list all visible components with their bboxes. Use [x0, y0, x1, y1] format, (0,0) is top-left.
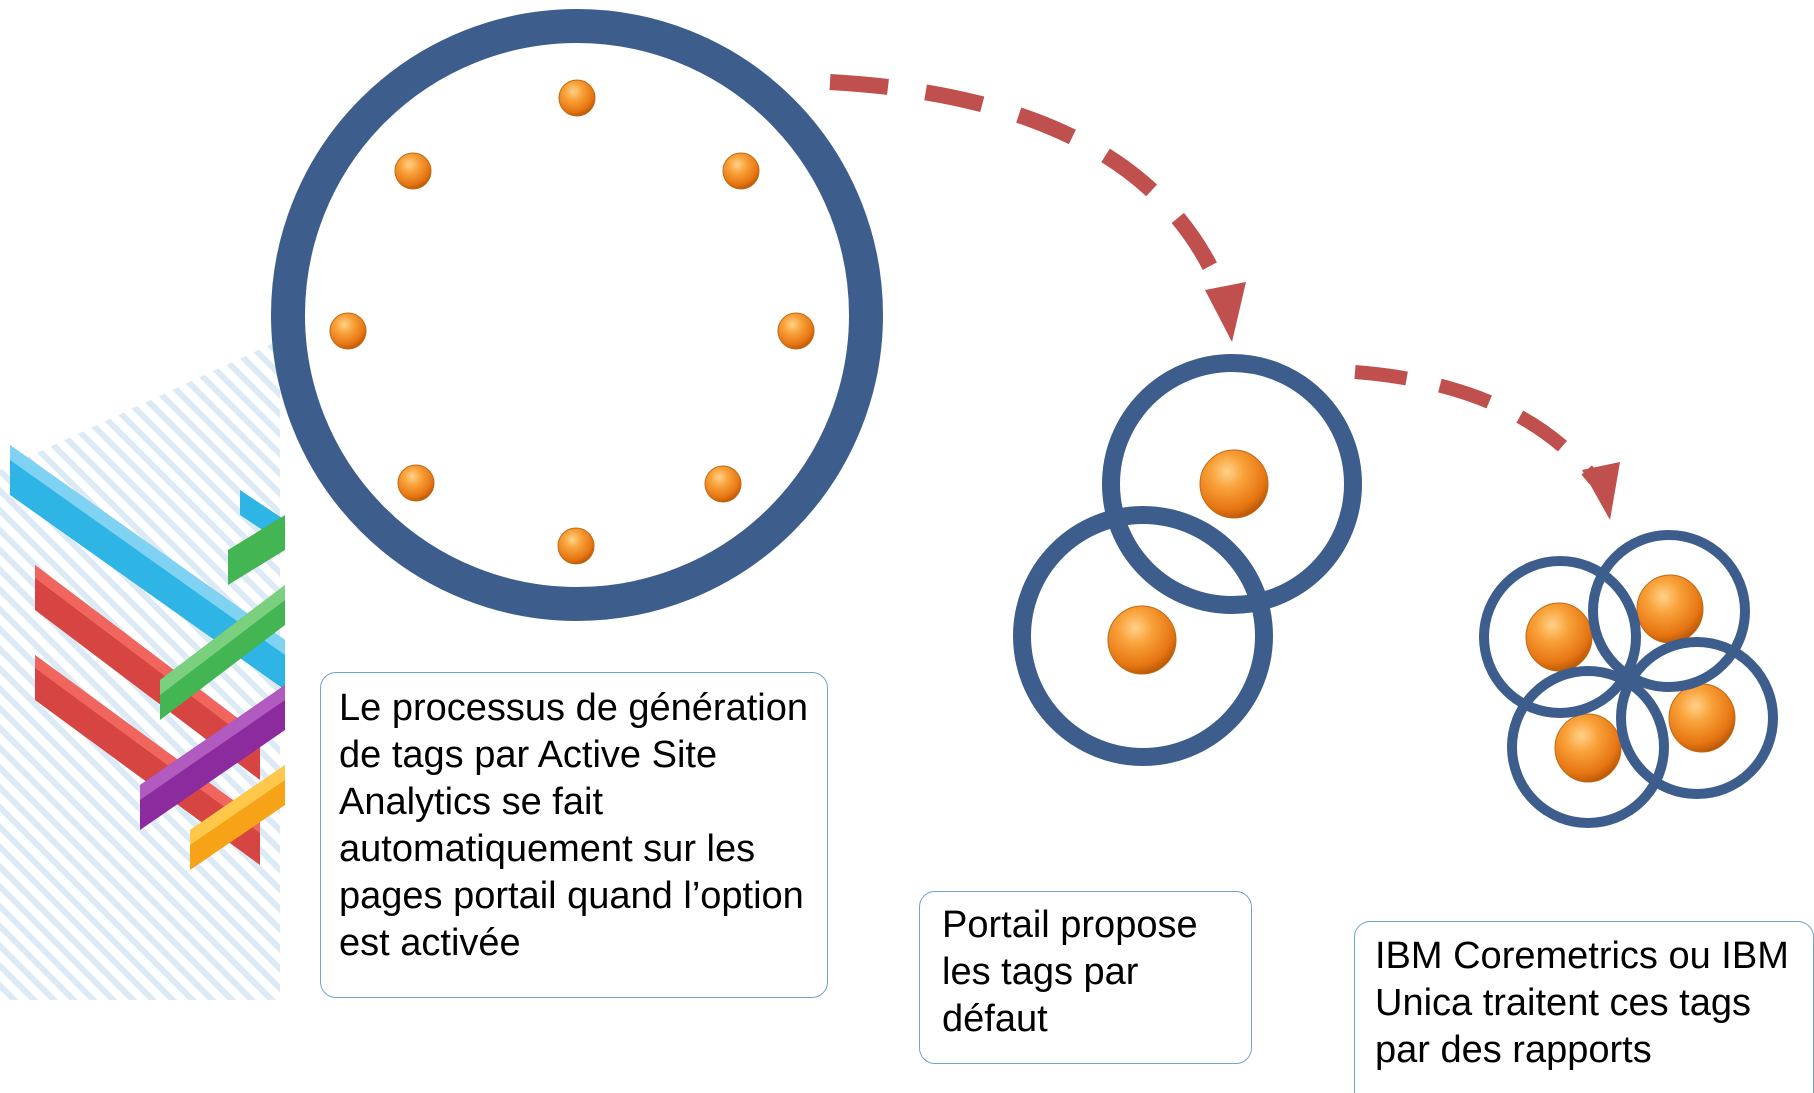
medium-ring-bottom — [1013, 506, 1273, 766]
ibm-stripes-graphic — [0, 340, 285, 1000]
page-dot — [557, 527, 595, 565]
page-dot — [329, 312, 367, 350]
page-dots — [329, 79, 815, 565]
generation-caption: Le processus de génération de tags par A… — [339, 687, 808, 964]
flow-arrow-1 — [829, 74, 1246, 342]
reports-ring-group — [1479, 530, 1778, 828]
tag-dot — [1107, 605, 1177, 675]
flow-arrow-2 — [1354, 365, 1620, 520]
all-pages-ring-group — [271, 9, 883, 621]
small-ring-right — [1616, 637, 1778, 799]
tag-dot — [1525, 602, 1593, 672]
small-ring-left — [1479, 556, 1641, 718]
page-dot — [704, 465, 742, 503]
tag-dot — [1668, 683, 1736, 753]
small-ring-top — [1588, 530, 1750, 692]
page-dot — [777, 312, 815, 350]
page-dot — [397, 464, 435, 502]
page-dot — [558, 79, 596, 117]
page-dot — [722, 152, 760, 190]
tag-dot — [1636, 574, 1704, 644]
tag-dot — [1554, 713, 1622, 783]
medium-ring-top — [1102, 354, 1362, 614]
generation-caption-box: Le processus de génération de tags par A… — [320, 672, 828, 998]
page-dot — [394, 152, 432, 190]
tag-dot — [1199, 449, 1269, 519]
default-tags-ring-group — [1013, 354, 1362, 766]
reports-caption: IBM Coremetrics ou IBM Unica traitent ce… — [1375, 935, 1789, 1071]
portal-caption-box: Portail propose les tags par défaut — [919, 891, 1252, 1064]
small-ring-bottom — [1507, 666, 1669, 828]
reports-caption-box: IBM Coremetrics ou IBM Unica traitent ce… — [1354, 921, 1814, 1093]
large-ring — [271, 9, 883, 621]
portal-caption: Portail propose les tags par défaut — [942, 904, 1198, 1040]
